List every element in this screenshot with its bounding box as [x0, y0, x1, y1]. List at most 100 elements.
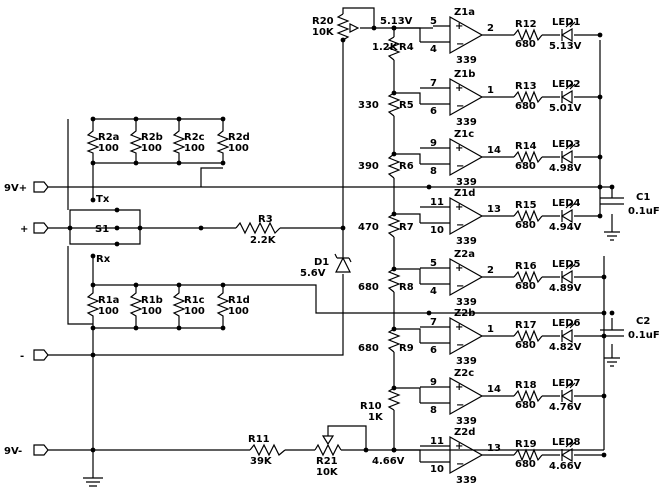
series-resistor-value: 680: [515, 220, 536, 231]
resistor-r2c: [172, 119, 186, 163]
r8-name: R8: [399, 282, 414, 293]
comparator-part: 339: [456, 356, 477, 367]
c2-value: 0.1uF: [628, 330, 660, 341]
resistor-r16: [513, 270, 543, 284]
comparator-minus-sign: −: [456, 161, 464, 172]
led-name: LED3: [552, 139, 581, 150]
terminal-9v-minus: [33, 444, 49, 456]
pin-plus-number: 7: [430, 78, 437, 89]
divider-tap-wire: [394, 328, 421, 343]
comparator-part: 339: [456, 297, 477, 308]
zener-d1: D1 5.6V: [300, 253, 352, 279]
r2b-value: 100: [141, 143, 162, 154]
junction-dots: [67, 25, 615, 453]
label-plus: +: [20, 224, 28, 235]
c1-value: 0.1uF: [628, 206, 660, 217]
led-led3-icon: [560, 149, 573, 165]
pin-out-number: 13: [487, 204, 501, 215]
comparator-plus-sign: +: [455, 143, 463, 154]
r2d-name: R2d: [228, 132, 250, 143]
led-name: LED7: [552, 378, 581, 389]
r10-name: R10: [360, 401, 382, 412]
pin-minus-number: 10: [430, 464, 444, 475]
resistor-r2b: [129, 119, 143, 163]
r2c-value: 100: [184, 143, 205, 154]
led-light-arrows-icon: [565, 263, 576, 270]
pin-minus-number: 4: [430, 44, 437, 55]
led-name: LED4: [552, 198, 581, 209]
r20-name: R20: [312, 16, 334, 27]
divider-tap-wire: [394, 268, 421, 284]
r21-value: 10K: [316, 467, 339, 478]
series-resistor-value: 680: [515, 101, 536, 112]
r3-name: R3: [258, 214, 273, 225]
pin-out-number: 2: [487, 265, 494, 276]
capacitor-c1: [600, 197, 624, 241]
r21-name: R21: [316, 456, 338, 467]
r3-value: 2.2K: [250, 235, 277, 246]
r1-bank: R1a 100 R1b 100 R1c 100 R1d 100: [86, 285, 250, 328]
terminal-plus: [33, 222, 49, 234]
pin-plus-number: 9: [430, 138, 437, 149]
pin-out-number: 1: [487, 85, 494, 96]
comparator-plus-sign: +: [455, 322, 463, 333]
led-name: LED1: [552, 17, 581, 28]
resistor-r4: [387, 36, 401, 61]
r2a-name: R2a: [98, 132, 119, 143]
r6-value: 390: [358, 161, 379, 172]
comparator-plus-sign: +: [455, 441, 463, 452]
r4-name: R4: [399, 42, 414, 53]
pin-out-number: 1: [487, 324, 494, 335]
led-name: LED5: [552, 259, 581, 270]
comparator-minus-sign: −: [456, 39, 464, 50]
r1d-value: 100: [228, 306, 249, 317]
led-led4-icon: [560, 208, 573, 224]
comparator-minus-sign: −: [456, 220, 464, 231]
led-voltage: 4.94V: [549, 222, 582, 233]
comparator-name: Z2c: [454, 368, 474, 379]
terminals: 9V+ + - 9V-: [4, 181, 103, 487]
ground-symbol-left: [83, 477, 103, 487]
c1-name: C1: [636, 192, 650, 203]
divider-chain: 5.13V 1.2K R4 330 R5 390 R6 470 R7 680 R…: [358, 16, 414, 467]
label-9v-minus: 9V-: [4, 446, 22, 457]
bottom-string: R11 39K R21 10K: [248, 434, 342, 478]
r1c-value: 100: [184, 306, 205, 317]
r5-name: R5: [399, 100, 414, 111]
pin-minus-number: 8: [430, 405, 437, 416]
resistor-r20: [336, 13, 350, 41]
led-voltage: 5.13V: [549, 41, 582, 52]
r1b-value: 100: [141, 306, 162, 317]
terminal-9v-plus: [33, 181, 49, 193]
comparator-z1a: [449, 15, 484, 55]
resistor-r11: [249, 443, 286, 457]
led-led8-icon: [560, 447, 573, 463]
resistor-r13: [513, 90, 543, 104]
led-voltage: 4.82V: [549, 342, 582, 353]
comparator-name: Z2d: [454, 427, 475, 438]
pin-plus-number: 5: [430, 258, 437, 269]
comparator-plus-sign: +: [455, 382, 463, 393]
r2-bank: R2a 100 R2b 100 R2c 100 R2d 100: [86, 119, 250, 163]
comparator-z2c: [449, 376, 484, 416]
comparator-minus-sign: −: [456, 281, 464, 292]
series-resistor-value: 680: [515, 459, 536, 470]
capacitor-c2: [600, 329, 624, 367]
led-voltage: 4.66V: [549, 461, 582, 472]
resistor-r21: [314, 443, 342, 457]
capacitors: C1 0.1uF C2 0.1uF: [600, 192, 660, 367]
resistor-r9: [387, 328, 401, 353]
comparator-part: 339: [456, 117, 477, 128]
comparator-minus-sign: −: [456, 400, 464, 411]
resistor-r2d: [216, 119, 230, 163]
comparator-z1b: [449, 77, 484, 117]
resistor-r12: [513, 28, 543, 42]
series-resistor-name: R18: [515, 380, 537, 391]
pin-plus-number: 7: [430, 317, 437, 328]
resistor-r2a: [86, 119, 100, 163]
r2a-value: 100: [98, 143, 119, 154]
comparator-plus-sign: +: [455, 21, 463, 32]
